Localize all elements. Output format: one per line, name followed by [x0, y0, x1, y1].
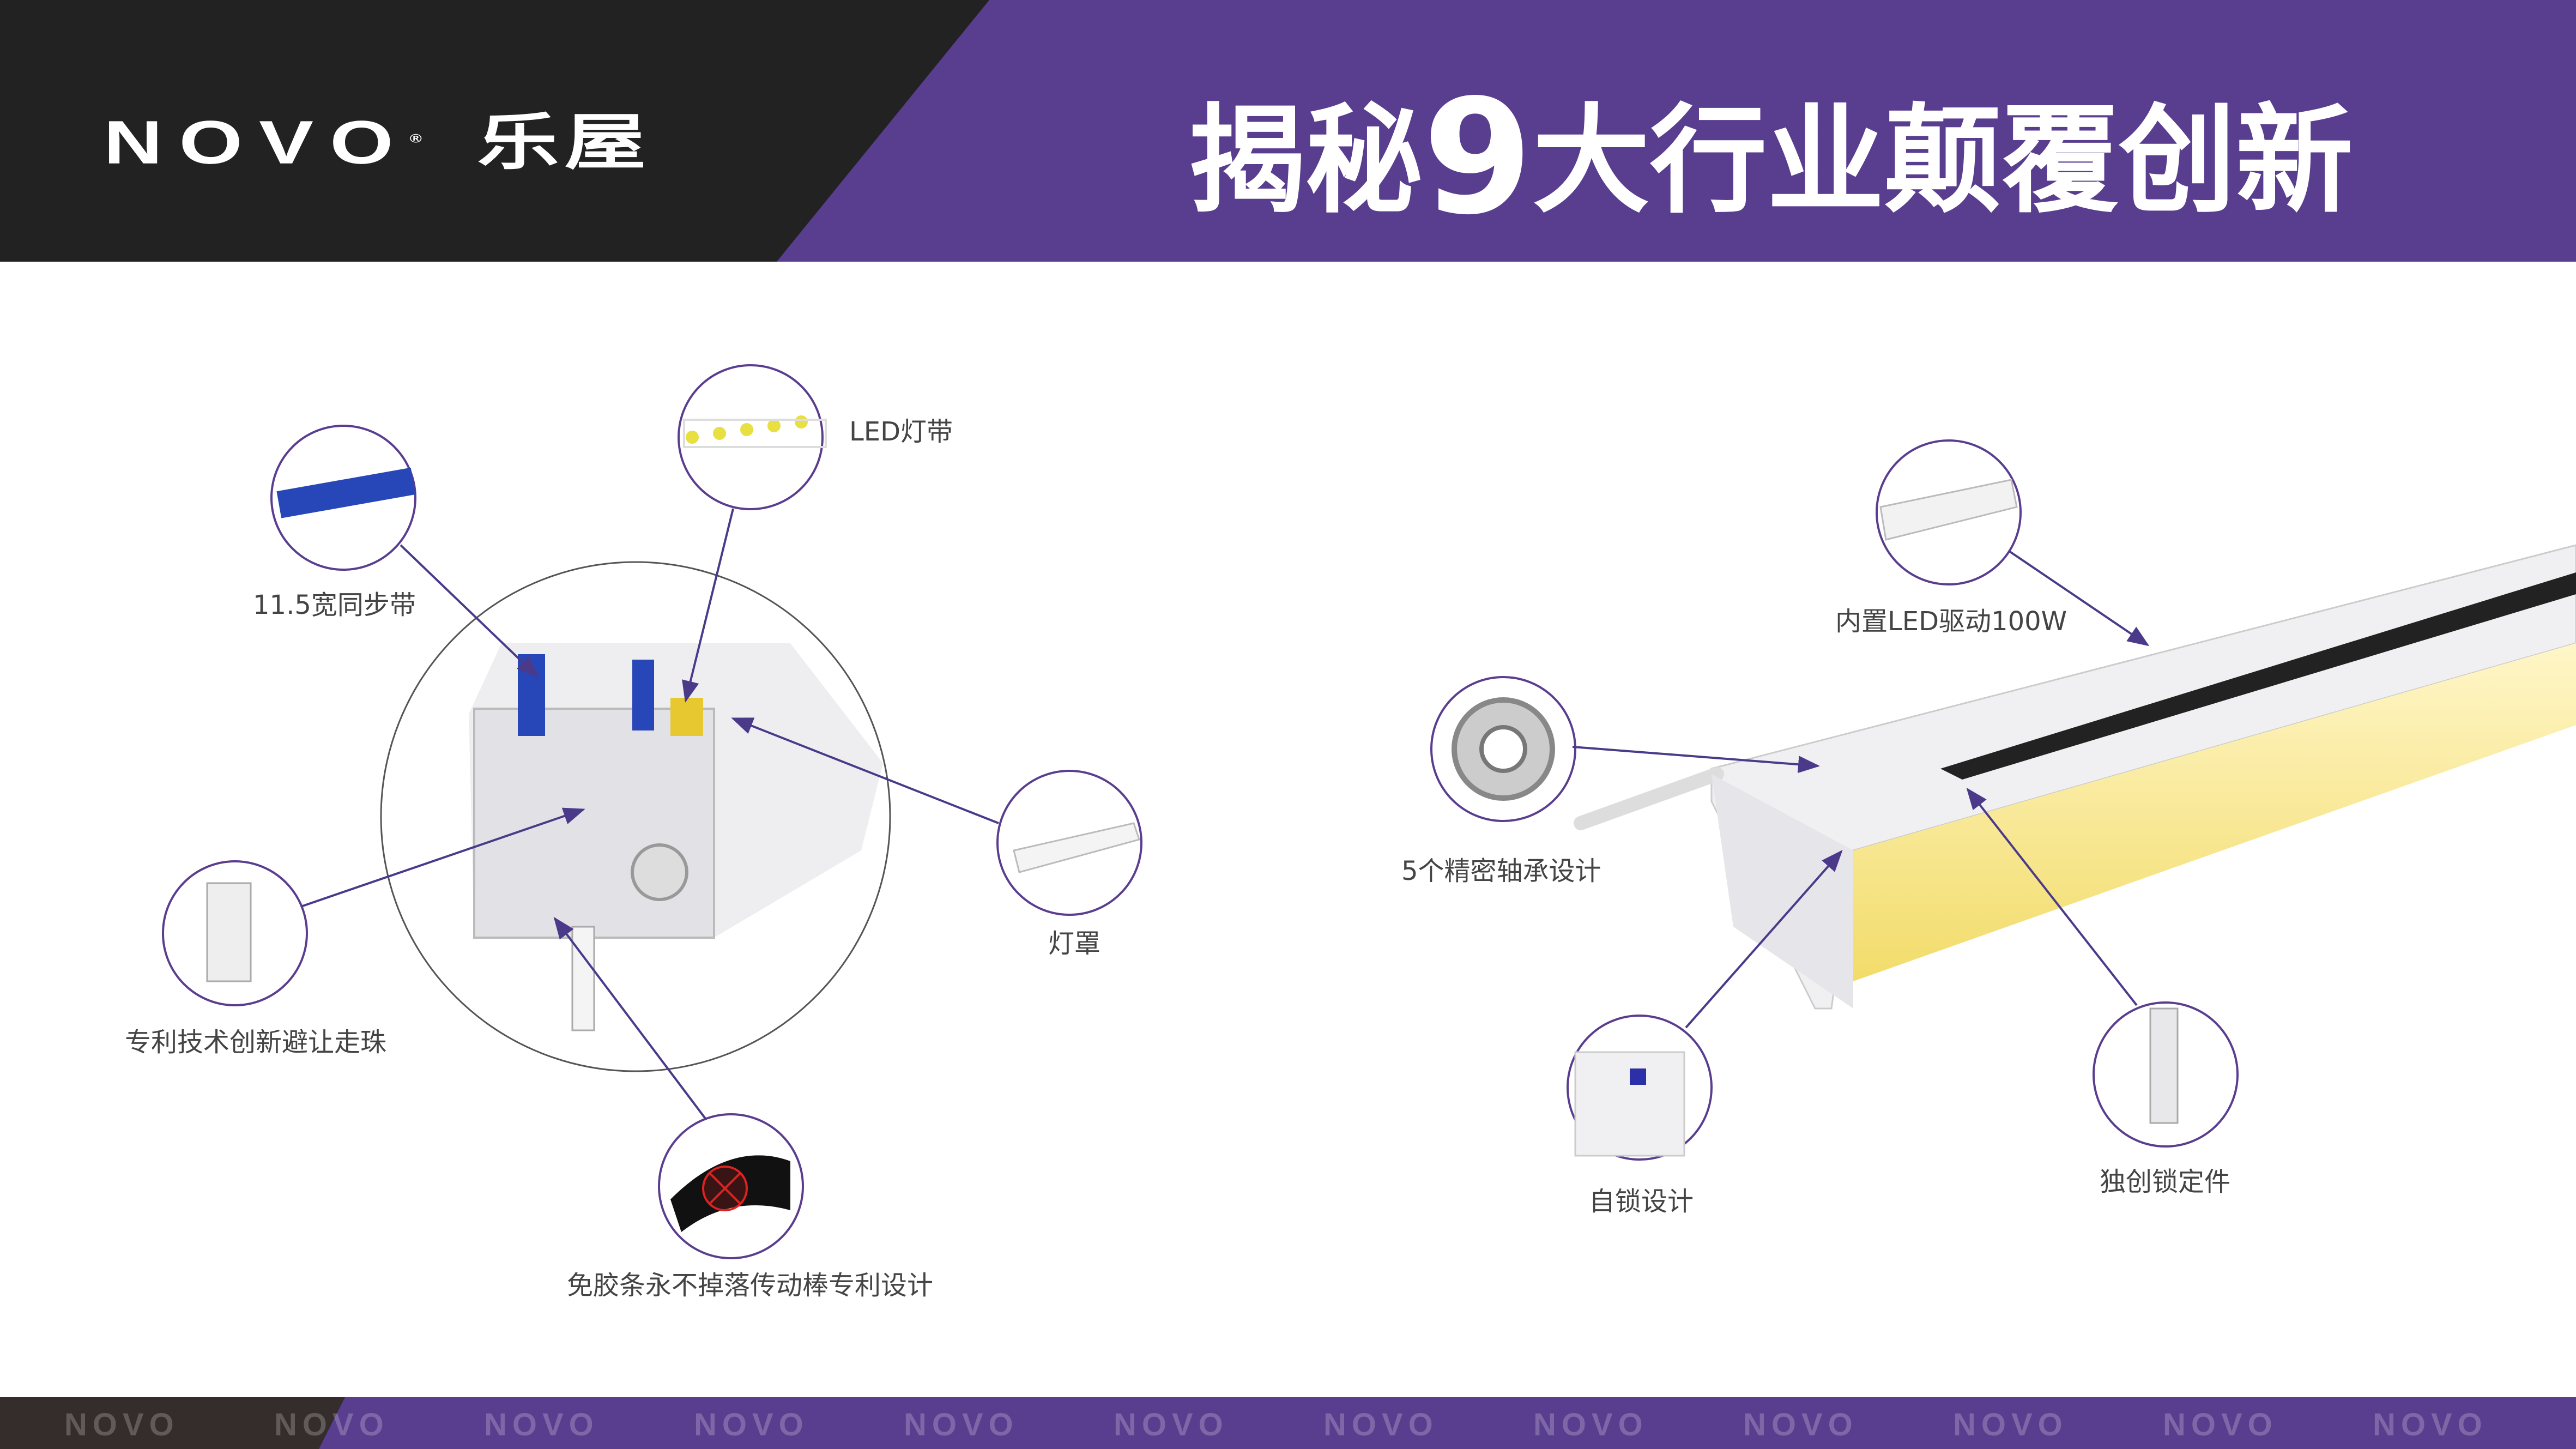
footer-watermark: NOVO — [1114, 1407, 1229, 1442]
label-self-lock: 自锁设计 — [1589, 1186, 1694, 1217]
label-lamp-cover: 灯罩 — [1048, 928, 1101, 959]
label-drive-rod: 免胶条永不掉落传动棒专利设计 — [567, 1270, 934, 1301]
label-led-strip: LED灯带 — [849, 416, 953, 447]
label-lock-part: 独创锁定件 — [2100, 1167, 2231, 1197]
cross-section-view — [380, 561, 891, 1072]
label-ball-avoid: 专利技术创新避让走珠 — [125, 1027, 387, 1058]
footer-watermark: NOVO — [484, 1407, 599, 1442]
label-driver: 内置LED驱动100W — [1835, 606, 2067, 637]
footer-watermark: NOVO — [2373, 1407, 2488, 1442]
label-sync-belt: 11.5宽同步带 — [253, 590, 416, 620]
footer-watermark: NOVO — [904, 1407, 1019, 1442]
track-product-view — [1574, 544, 2576, 1010]
footer-watermark: NOVO — [64, 1407, 179, 1442]
footer-watermark: NOVO — [1533, 1407, 1648, 1442]
footer-watermark: NOVO — [1743, 1407, 1858, 1442]
footer-watermark: NOVO — [2163, 1407, 2278, 1442]
label-bearings: 5个精密轴承设计 — [1401, 856, 1601, 886]
novo-logo: NOVO® 乐屋 — [104, 107, 652, 177]
page-title: 揭秘9大行业颠覆创新 — [1188, 66, 2353, 250]
callout-led-strip — [678, 364, 824, 510]
header-banner — [0, 0, 2576, 262]
footer-watermark: NOVO — [694, 1407, 809, 1442]
footer-watermark: NOVO — [1953, 1407, 2068, 1442]
footer-watermark: NOVO — [1323, 1407, 1438, 1442]
footer-watermark: NOVO — [274, 1407, 389, 1442]
